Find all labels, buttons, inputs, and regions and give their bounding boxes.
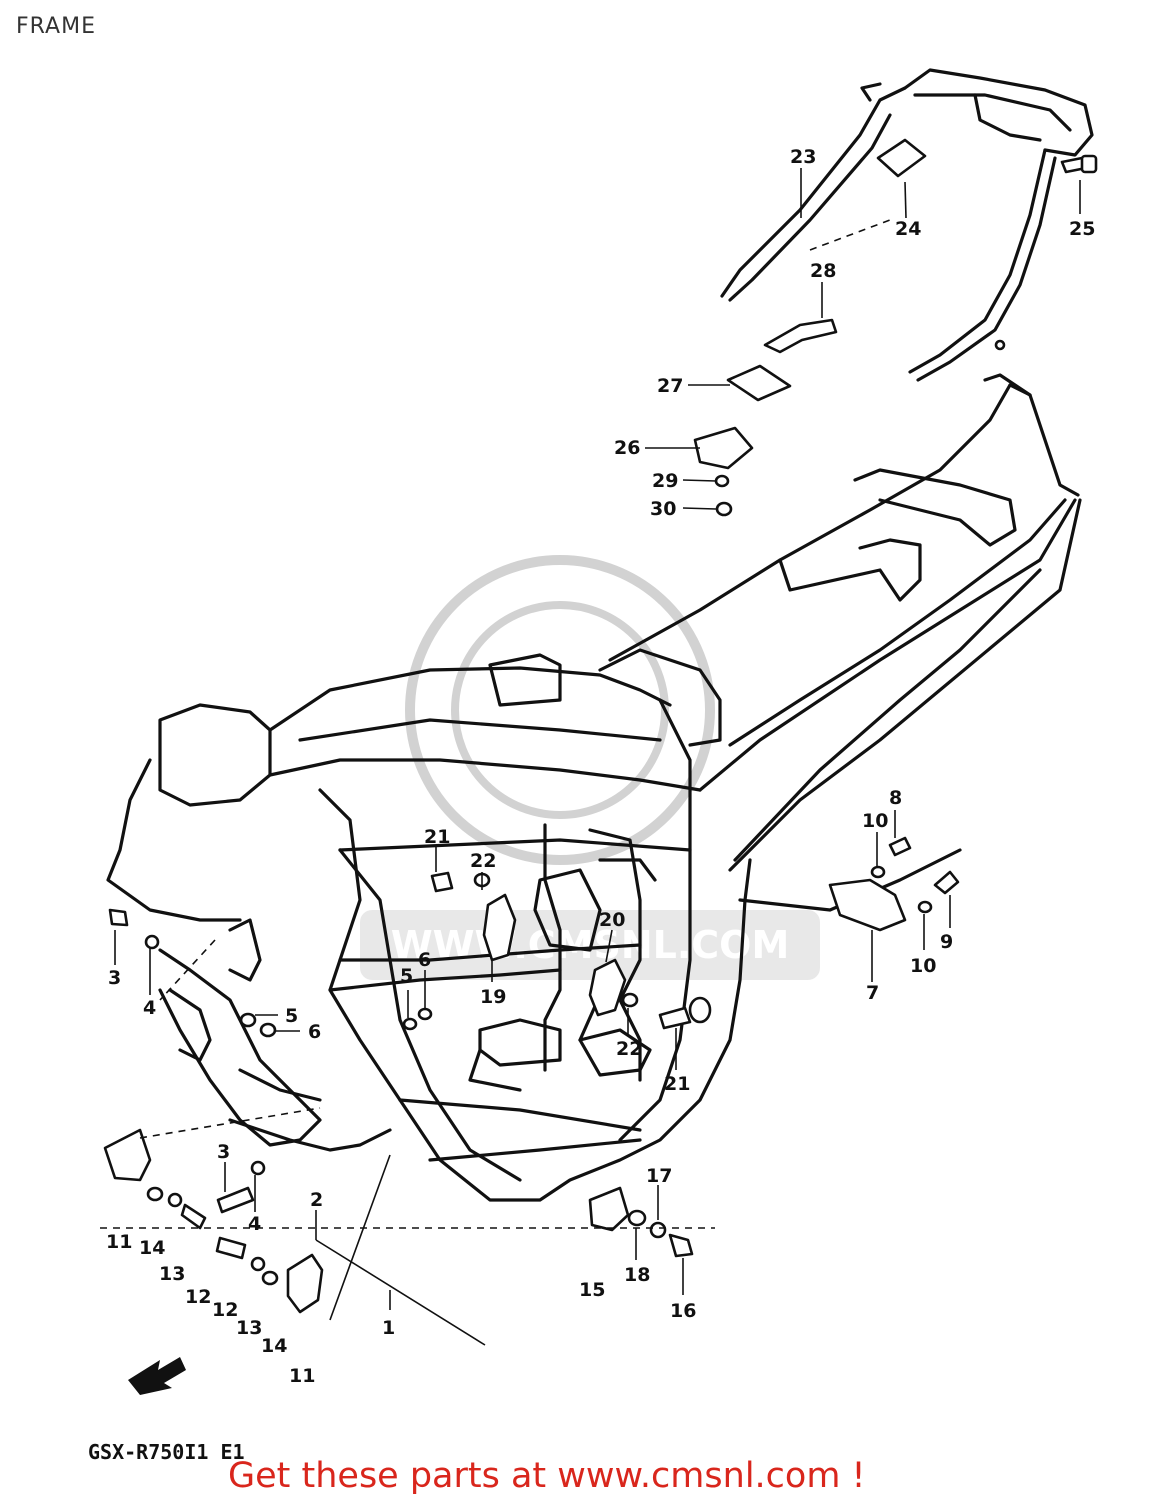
callout-21b: 21 <box>664 1073 690 1095</box>
callout-16: 16 <box>670 1300 696 1322</box>
callout-24: 24 <box>895 218 921 240</box>
callout-5b: 5 <box>400 965 413 987</box>
callout-13b: 13 <box>236 1317 262 1339</box>
main-frame-1 <box>106 373 1082 1202</box>
callout-3a: 3 <box>108 967 121 989</box>
bracket-28 <box>763 318 838 354</box>
callout-9: 9 <box>940 931 953 953</box>
front-direction-arrow-icon <box>128 1357 186 1395</box>
bracket-26 <box>693 426 754 470</box>
callout-13a: 13 <box>159 1263 185 1285</box>
seat-rail-23 <box>720 68 1094 382</box>
callout-7: 7 <box>866 982 879 1004</box>
watermark-logo: WWW.CMSNL.COM <box>360 555 820 980</box>
callout-1: 1 <box>382 1317 395 1339</box>
pad-27 <box>726 364 792 402</box>
callout-15: 15 <box>579 1279 605 1301</box>
washer-5a <box>239 1012 257 1028</box>
callout-8: 8 <box>889 787 902 809</box>
callout-30: 30 <box>650 498 676 520</box>
callout-4b: 4 <box>248 1213 261 1235</box>
callout-17: 17 <box>646 1165 672 1187</box>
callout-20: 20 <box>599 909 625 931</box>
callout-3b: 3 <box>217 1141 230 1163</box>
plate-20 <box>588 958 627 1017</box>
callout-11b: 11 <box>289 1365 315 1387</box>
callout-4a: 4 <box>143 997 156 1019</box>
callout-12a: 12 <box>185 1286 211 1308</box>
washer-29 <box>714 474 730 488</box>
callout-26: 26 <box>614 437 640 459</box>
washer-18 <box>627 1209 647 1227</box>
washer-22b <box>621 992 639 1008</box>
callout-12b: 12 <box>212 1299 238 1321</box>
plate-11a <box>103 1128 152 1182</box>
plate-19 <box>482 893 517 962</box>
callout-10b: 10 <box>910 955 936 977</box>
callout-28: 28 <box>810 260 836 282</box>
callout-22a: 22 <box>470 850 496 872</box>
nut-30 <box>715 501 733 517</box>
pad-24 <box>876 138 927 178</box>
model-code-label: GSX-R750I1 E1 <box>88 1440 245 1464</box>
callout-labels: 23 24 25 28 27 26 29 30 8 10 9 10 7 21 2… <box>106 146 1095 1387</box>
washer-13a <box>167 1192 183 1208</box>
washer-10b <box>917 900 933 914</box>
plate-11b <box>286 1253 324 1314</box>
washer-17 <box>649 1221 667 1239</box>
bolt-8 <box>888 836 912 857</box>
bolt-21a <box>430 871 454 893</box>
bolt-12a <box>180 1203 207 1230</box>
callout-22b: 22 <box>616 1038 642 1060</box>
callout-14b: 14 <box>261 1335 287 1357</box>
callout-18: 18 <box>624 1264 650 1286</box>
leader-lines <box>114 168 1081 1346</box>
cap-21b <box>688 996 712 1024</box>
bolt-3b <box>216 1186 255 1214</box>
callout-6a: 6 <box>308 1021 321 1043</box>
callout-23: 23 <box>790 146 816 168</box>
callout-27: 27 <box>657 375 683 397</box>
callout-10a: 10 <box>862 810 888 832</box>
callout-6b: 6 <box>418 949 431 971</box>
washer-10a <box>870 865 886 879</box>
washer-13b <box>250 1256 266 1272</box>
callout-25: 25 <box>1069 218 1095 240</box>
callout-29: 29 <box>652 470 678 492</box>
callout-21a: 21 <box>424 826 450 848</box>
footer-cta-link[interactable]: Get these parts at www.cmsnl.com ! <box>228 1456 866 1496</box>
bolt-12b <box>215 1236 247 1260</box>
callout-19: 19 <box>480 986 506 1008</box>
washer-14a <box>146 1186 164 1202</box>
bolt-9 <box>933 870 960 895</box>
bracket-7 <box>828 878 907 932</box>
page-title: FRAME <box>16 14 96 39</box>
nut-6b <box>417 1007 433 1021</box>
callout-5a: 5 <box>285 1005 298 1027</box>
washer-5b <box>402 1017 418 1031</box>
nut-6a <box>259 1022 277 1038</box>
bolt-16 <box>668 1233 694 1258</box>
bolt-3a <box>108 908 129 927</box>
bolt-21b <box>658 1006 692 1030</box>
washer-4b <box>250 1160 266 1176</box>
callout-2: 2 <box>310 1189 323 1211</box>
washer-14b <box>261 1270 279 1286</box>
callout-11a: 11 <box>106 1231 132 1253</box>
callout-14a: 14 <box>139 1237 165 1259</box>
washer-4a <box>144 934 160 950</box>
bolt-25 <box>1060 154 1098 174</box>
plate-15 <box>588 1186 630 1232</box>
